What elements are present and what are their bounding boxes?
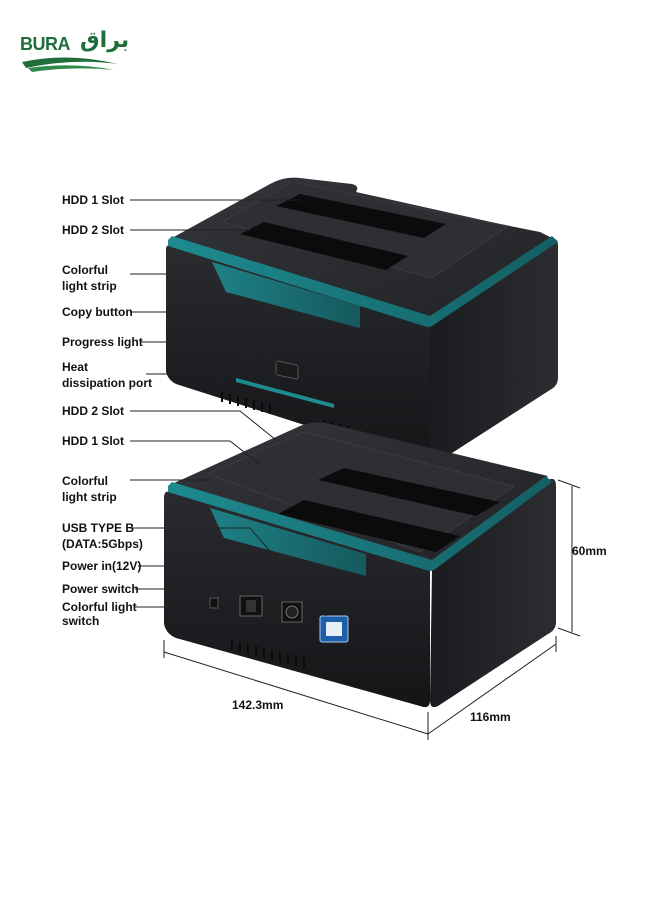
logo-latin-text: BURA <box>20 34 71 54</box>
logo-swoosh-icon <box>22 57 118 72</box>
bottom-dock-unit <box>164 422 556 708</box>
dimension-lines <box>163 479 581 740</box>
label-hdd1-slot-bottom: HDD 1 Slot <box>62 434 125 448</box>
label-power-in: Power in(12V) <box>62 559 142 573</box>
label-hdd2-slot-bottom: HDD 2 Slot <box>62 404 125 418</box>
label-power-switch: Power switch <box>62 582 139 596</box>
label-hdd1-slot-top: HDD 1 Slot <box>62 193 125 207</box>
dimension-depth: 116mm <box>470 710 511 724</box>
dimension-height: 60mm <box>572 544 607 558</box>
label-progress-light: Progress light <box>62 335 143 349</box>
label-hdd2-slot-top: HDD 2 Slot <box>62 223 125 237</box>
dimension-width: 142.3mm <box>232 698 284 712</box>
label-copy-button: Copy button <box>62 305 133 319</box>
top-dock-unit <box>166 177 558 464</box>
label-usb-type-b: USB TYPE B(DATA:5Gbps) <box>62 521 143 551</box>
top-leader-lines <box>130 199 300 393</box>
brand-logo: BURA براق <box>18 26 129 76</box>
bottom-leader-lines <box>130 410 327 617</box>
logo-arabic-text: براق <box>80 28 130 53</box>
